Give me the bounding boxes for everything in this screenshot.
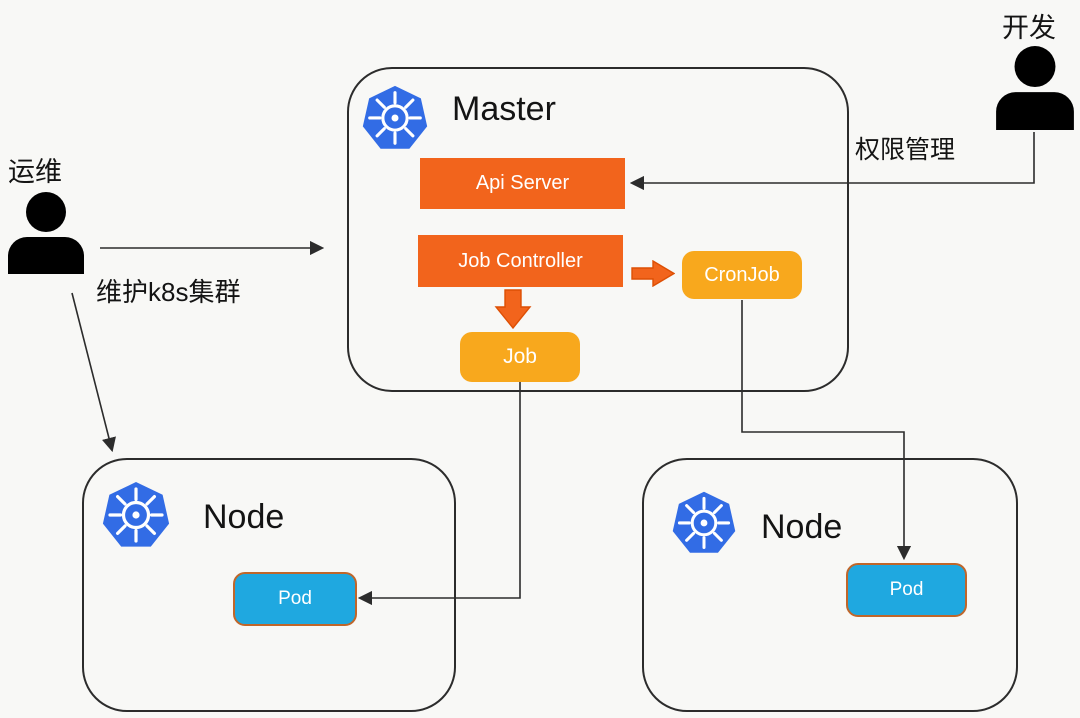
pod-right-node: Pod [846, 563, 967, 617]
block-arrow-right-icon [631, 260, 675, 287]
dev-actor-label: 开发 [1002, 13, 1056, 43]
node-right-group-title: Node [761, 508, 843, 546]
ops-person-icon [8, 192, 84, 274]
edge-dev-to-api-server [629, 132, 1035, 191]
api-server-label: Api Server [475, 172, 570, 194]
cronjob-node: CronJob [682, 251, 802, 299]
edge-cronjob-to-pod-right [741, 300, 912, 561]
cronjob-label: CronJob [704, 263, 780, 286]
node-left-group-box [82, 458, 456, 712]
edge-ops-to-node-left [71, 292, 116, 453]
ops-to-master-edge-label: 维护k8s集群 [96, 277, 241, 307]
block-arrow-down-icon [494, 289, 532, 329]
pod-left-label: Pod [278, 588, 312, 609]
dev-to-api-edge-label: 权限管理 [855, 136, 956, 164]
node-left-group-title: Node [203, 498, 285, 536]
job-node: Job [460, 332, 580, 382]
dev-person-icon [996, 46, 1074, 130]
pod-right-label: Pod [889, 579, 924, 600]
master-group-title: Master [452, 90, 556, 128]
node-right-group-box [642, 458, 1018, 712]
job-controller-node: Job Controller [418, 235, 623, 287]
kubernetes-logo-icon [362, 85, 428, 149]
ops-actor-label: 运维 [8, 157, 62, 187]
pod-left-node: Pod [233, 572, 357, 626]
kubernetes-logo-icon [672, 491, 736, 553]
job-label: Job [503, 345, 537, 368]
edge-job-to-pod-left [357, 382, 521, 606]
master-group-box [347, 67, 849, 392]
kubernetes-logo-icon [102, 482, 170, 547]
api-server-node: Api Server [420, 158, 625, 209]
job-controller-label: Job Controller [458, 249, 583, 272]
